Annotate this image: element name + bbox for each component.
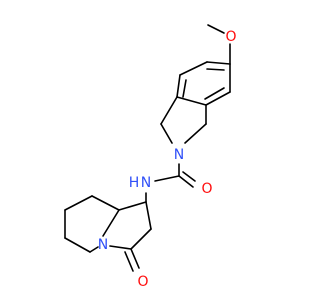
atom-label-methoxy-oxygen: O [225,29,236,45]
atom-label-isoindoline-nitrogen: N [174,147,184,163]
atom-label-lactam-oxygen: O [137,274,148,290]
bond-methyl-oxygen [207,24,225,34]
atom-label-amide-nitrogen: N [141,175,151,191]
molecule-structure: O N N H O N O [0,0,300,300]
atom-label-ring-nitrogen: N [98,237,108,253]
bond-n4-c8a [102,209,120,237]
bond-c1-c8a [118,201,147,211]
bond-carbonyl-oxygen [178,175,194,188]
canvas-background [0,0,300,300]
atom-label-carbonyl-oxygen: O [201,181,212,197]
bond-c6-c5 [64,237,91,253]
bond-aromatic-3-inner [182,79,187,98]
bond-c3-n4 [109,245,132,250]
bond-c3-oxygen [130,248,140,269]
bond-aromatic-4 [176,96,207,106]
bond-c5-n4 [89,246,99,253]
bond-carbonyl-oxygen-double [182,171,196,182]
bond-aromatic-5 [205,91,231,106]
bond-aromatic-2 [179,61,208,76]
bond-c2-c3 [130,228,152,250]
bond-c8a-c8 [91,195,120,211]
bond-c8-c7 [64,195,93,211]
bond-c3-oxygen-double [124,251,134,272]
bond-aromatic-5-inner [204,87,225,100]
bond-ring5-3 [184,123,207,144]
bond-ring5-2 [160,123,173,144]
bond-ring5-1 [160,96,178,125]
atom-label-amide-hydrogen: H [129,175,140,191]
bond-aromatic-3 [176,74,181,98]
bond-aromatic-1 [206,61,231,65]
bond-aromatic-1-inner [206,68,225,71]
bond-carbonyl-nh [154,175,180,182]
bond-c1-c2 [145,201,152,230]
